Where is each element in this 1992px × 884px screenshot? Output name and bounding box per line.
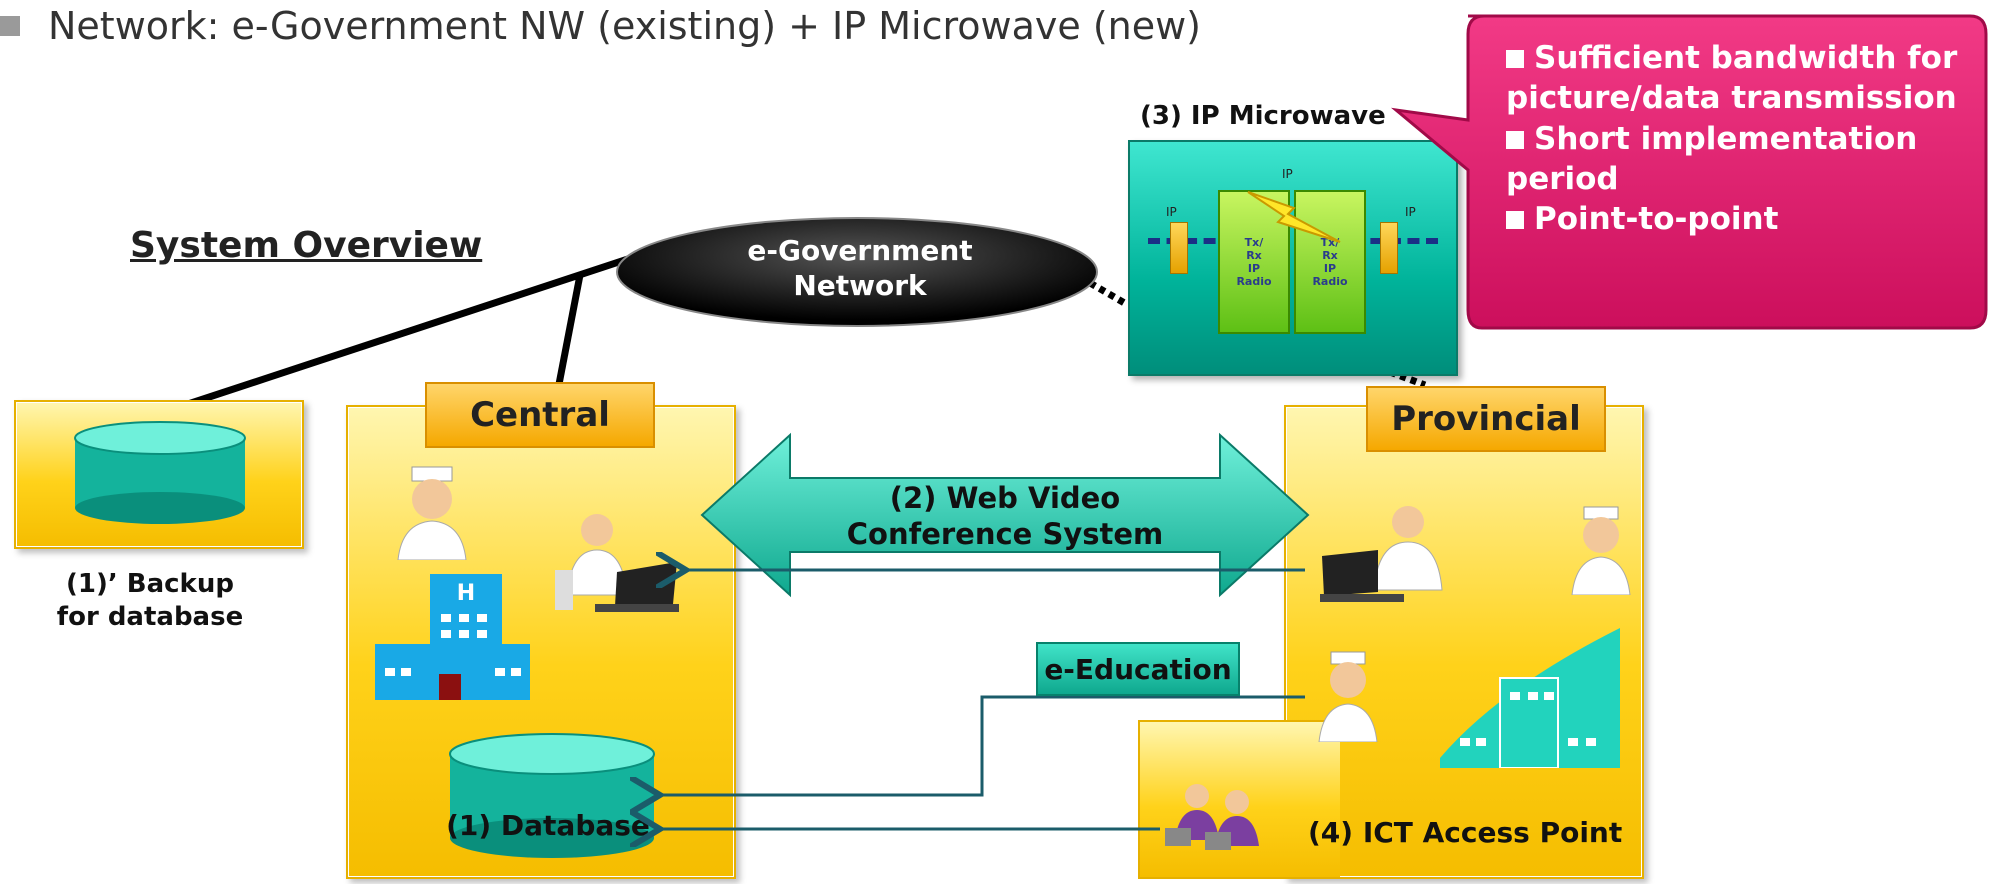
lightning-bolt-icon [1247,191,1341,243]
egov-network-line1: e-Government [747,234,973,267]
radio-left-l1: Tx/ [1244,235,1264,249]
provincial-hospital-icon [1440,628,1620,768]
callout-item: Short implementation period [1506,120,1918,197]
video-conference-arrow [700,432,1310,598]
backup-label-line1: (1)’ Backup [66,569,234,599]
backup-database-icon [74,421,246,524]
bullet-square-icon [1506,130,1524,149]
bullet-square-icon [1506,50,1524,68]
bullet-square-icon [0,15,20,36]
callout-list: Sufficient bandwidth for picture/data tr… [1506,38,1976,239]
microwave-ip-right: IP [1405,205,1416,219]
provincial-panel [1284,405,1644,879]
e-education-arrow [660,695,1305,795]
doctor-laptop-icon [555,514,679,612]
provincial-tab: Provincial [1366,386,1606,452]
video-conf-line2: Conference System [846,517,1164,552]
ict-access-label: (4) ICT Access Point [1308,816,1623,849]
central-database-icon [449,733,655,858]
doctor-icon [1571,506,1631,595]
callout-item: Sufficient bandwidth for picture/data tr… [1506,40,1958,117]
egov-network-line2: Network [793,269,927,302]
antenna-left [1170,222,1188,274]
egov-to-backup-line [183,251,642,409]
ict-users-icon [1165,784,1259,850]
doctor-icon [397,466,467,560]
hospital-building-icon: H [375,574,530,700]
radio-right-l2: Rx [1322,248,1338,262]
bullet-square-icon [1506,211,1524,230]
doctor-laptop-icon [1320,506,1443,602]
database-label: (1) Database [446,809,650,842]
microwave-ip-left: IP [1166,205,1177,219]
system-overview-title: System Overview [130,225,483,266]
radio-left-l2: Rx [1246,248,1262,262]
radio-right-l4: Radio [1312,275,1348,289]
central-tab: Central [425,382,655,448]
video-conf-line1: (2) Web Video [889,481,1121,515]
callout-bubble [1391,14,1988,330]
microwave-link-line [1148,238,1438,244]
microwave-title: (3) IP Microwave [1140,101,1386,131]
page-heading: Network: e-Government NW (existing) + IP… [0,4,1201,48]
radio-right-l3: IP [1323,262,1337,275]
backup-label: (1)’ Backup for database [30,568,270,633]
backup-label-line2: for database [56,601,244,632]
radio-left-l3: IP [1247,262,1261,275]
heading-text: Network: e-Government NW (existing) + IP… [48,4,1202,48]
video-conference-label: (2) Web Video Conference System [820,480,1190,553]
egov-network-label: e-Government Network [700,233,1020,303]
egov-network-cloud [616,217,1098,327]
radio-left-l4: Radio [1236,275,1272,289]
callout-item: Point-to-point [1506,199,1976,239]
microwave-ip-top: IP [1282,167,1293,181]
e-education-label: e-Education [1036,642,1240,696]
svg-text:H: H [457,581,475,606]
nurse-icon [1318,651,1378,742]
egov-to-microwave-dotted [1088,279,1130,309]
antenna-right [1380,222,1398,274]
